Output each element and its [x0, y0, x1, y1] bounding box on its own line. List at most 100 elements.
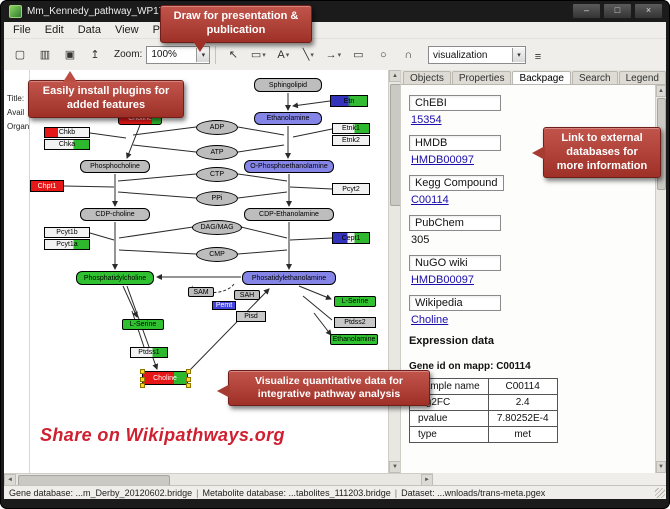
pathway-node[interactable]: Choline: [140, 369, 191, 388]
pathway-node[interactable]: Pcyt1a: [44, 239, 90, 250]
pathway-node[interactable]: SAM: [188, 287, 214, 297]
window-title: Mm_Kennedy_pathway_WP1771_45176.gpml: [27, 5, 234, 17]
import-icon[interactable]: ↥: [90, 49, 100, 61]
line-tool-icon[interactable]: ╲▾: [302, 49, 314, 61]
menubar: FileEditDataViewPluginsHelp: [4, 22, 666, 39]
canvas-horizontal-scrollbar[interactable]: ◄ ►: [4, 473, 433, 486]
scroll-up-icon[interactable]: ▲: [656, 85, 666, 97]
resize-grip-icon[interactable]: [655, 488, 665, 498]
arc-tool-icon[interactable]: ∩: [404, 48, 413, 61]
tab-objects[interactable]: Objects: [402, 71, 451, 84]
pathway-node[interactable]: Chpt1: [30, 180, 64, 192]
pathway-node[interactable]: Phosatidylethanolamine: [242, 271, 336, 285]
toolbar: ▢▥▣↥ Zoom: 100% ▾ ↖▭▾A▾╲▾→▾▭○∩{▦▾▩▾ visu…: [4, 39, 666, 71]
canvas-vertical-scrollbar[interactable]: ▲ ▼: [387, 70, 401, 473]
db-header-box: HMDB: [408, 135, 501, 151]
pathway-node[interactable]: Chka: [44, 139, 90, 150]
minimize-button[interactable]: –: [572, 3, 601, 19]
open-folder-icon[interactable]: ▥: [39, 49, 51, 61]
pathway-node[interactable]: DAG/MAG: [192, 220, 242, 235]
pathway-node[interactable]: CDP-choline: [80, 208, 150, 221]
window-titlebar[interactable]: Mm_Kennedy_pathway_WP1771_45176.gpml – □…: [4, 0, 666, 22]
pathway-node[interactable]: Cept1: [332, 232, 370, 244]
pathway-node[interactable]: CTP: [196, 167, 238, 182]
pathway-node[interactable]: Pcyt2: [332, 183, 370, 195]
menu-data[interactable]: Data: [77, 24, 101, 36]
scroll-down-icon[interactable]: ▼: [388, 461, 401, 473]
selection-tool-icon[interactable]: ↖: [228, 49, 238, 61]
pathway-node[interactable]: Pisd: [236, 311, 266, 322]
pathway-node[interactable]: L-Serine: [334, 296, 376, 307]
pathway-edge: [298, 285, 332, 300]
pathway-node[interactable]: L-Serine: [122, 319, 164, 330]
pathway-node[interactable]: Pcyt1b: [44, 227, 90, 238]
db-link[interactable]: HMDB00097: [410, 274, 474, 286]
pathway-node[interactable]: CMP: [196, 247, 238, 262]
menu-file[interactable]: File: [13, 24, 31, 36]
db-link[interactable]: 15354: [410, 114, 442, 126]
save-icon[interactable]: ▣: [64, 49, 76, 61]
menu-edit[interactable]: Edit: [44, 24, 64, 36]
db-link[interactable]: Choline: [410, 314, 449, 326]
pathway-node[interactable]: Chkb: [44, 127, 90, 138]
selection-handle[interactable]: [140, 383, 145, 388]
pathway-node[interactable]: Ptdss2: [334, 317, 376, 328]
table-cell: 7.80252E-4: [487, 410, 558, 427]
pathway-node[interactable]: Ethanolamine: [254, 112, 322, 125]
pathway-node[interactable]: CDP-Ethanolamine: [244, 208, 334, 221]
ellipse-tool-icon[interactable]: ○: [380, 48, 387, 61]
pathway-node[interactable]: Etnk1: [332, 123, 370, 134]
pathway-node[interactable]: Pemt: [212, 301, 236, 310]
pathway-node[interactable]: Ptdss1: [130, 347, 168, 358]
datanode-tool-icon[interactable]: ▭▾: [250, 49, 266, 61]
pathway-node[interactable]: Etnk2: [332, 135, 370, 146]
pathway-node[interactable]: ATP: [196, 145, 238, 160]
tab-legend[interactable]: Legend: [618, 71, 666, 84]
pathway-node[interactable]: Ethanolamine: [330, 334, 378, 345]
visualization-combobox[interactable]: visualization ▾: [428, 46, 526, 64]
maximize-button[interactable]: □: [603, 3, 632, 19]
pathway-edge: [289, 237, 333, 241]
label-tool-icon[interactable]: A▾: [277, 48, 290, 61]
selection-handle[interactable]: [186, 369, 191, 374]
pathway-node[interactable]: O-Phosphoethanolamine: [244, 160, 334, 173]
selection-handle[interactable]: [186, 376, 191, 382]
db-link[interactable]: HMDB00097: [410, 154, 474, 166]
visualization-settings-icon[interactable]: ≡: [534, 51, 542, 63]
new-file-icon[interactable]: ▢: [14, 49, 26, 61]
callout-visualize: Visualize quantitative data for integrat…: [217, 370, 430, 407]
rect-tool-icon[interactable]: ▭: [353, 49, 364, 61]
selection-handle[interactable]: [140, 369, 145, 374]
scroll-down-icon[interactable]: ▼: [656, 461, 666, 473]
arrow-tool-icon[interactable]: →▾: [325, 48, 342, 61]
pathway-edge: [132, 126, 197, 136]
menu-view[interactable]: View: [114, 24, 139, 36]
selection-handle[interactable]: [186, 383, 191, 388]
close-button[interactable]: ×: [634, 3, 663, 19]
pathway-node[interactable]: ADP: [196, 120, 238, 135]
db-link[interactable]: C00114: [410, 194, 449, 206]
callout-plugins: Easily install plugins for added feature…: [28, 71, 184, 118]
status-separator: |: [196, 488, 199, 498]
callout-text: Draw for presentation & publication: [173, 10, 299, 36]
tab-properties[interactable]: Properties: [451, 71, 512, 84]
pathway-edge: [240, 226, 288, 239]
tab-search[interactable]: Search: [571, 71, 618, 84]
callout-text: Visualize quantitative data for integrat…: [254, 375, 403, 401]
selection-handle[interactable]: [140, 376, 145, 382]
pathway-node[interactable]: Sphingolipid: [254, 78, 322, 92]
pathway-node[interactable]: PPi: [196, 191, 238, 206]
pathway-node[interactable]: Phosphocholine: [80, 160, 150, 173]
pathway-node[interactable]: Phosphatidylcholine: [76, 271, 154, 285]
tab-backpage[interactable]: Backpage: [512, 71, 571, 84]
pathway-node[interactable]: Etn: [330, 95, 368, 107]
pathway-node[interactable]: SAH: [234, 290, 260, 300]
